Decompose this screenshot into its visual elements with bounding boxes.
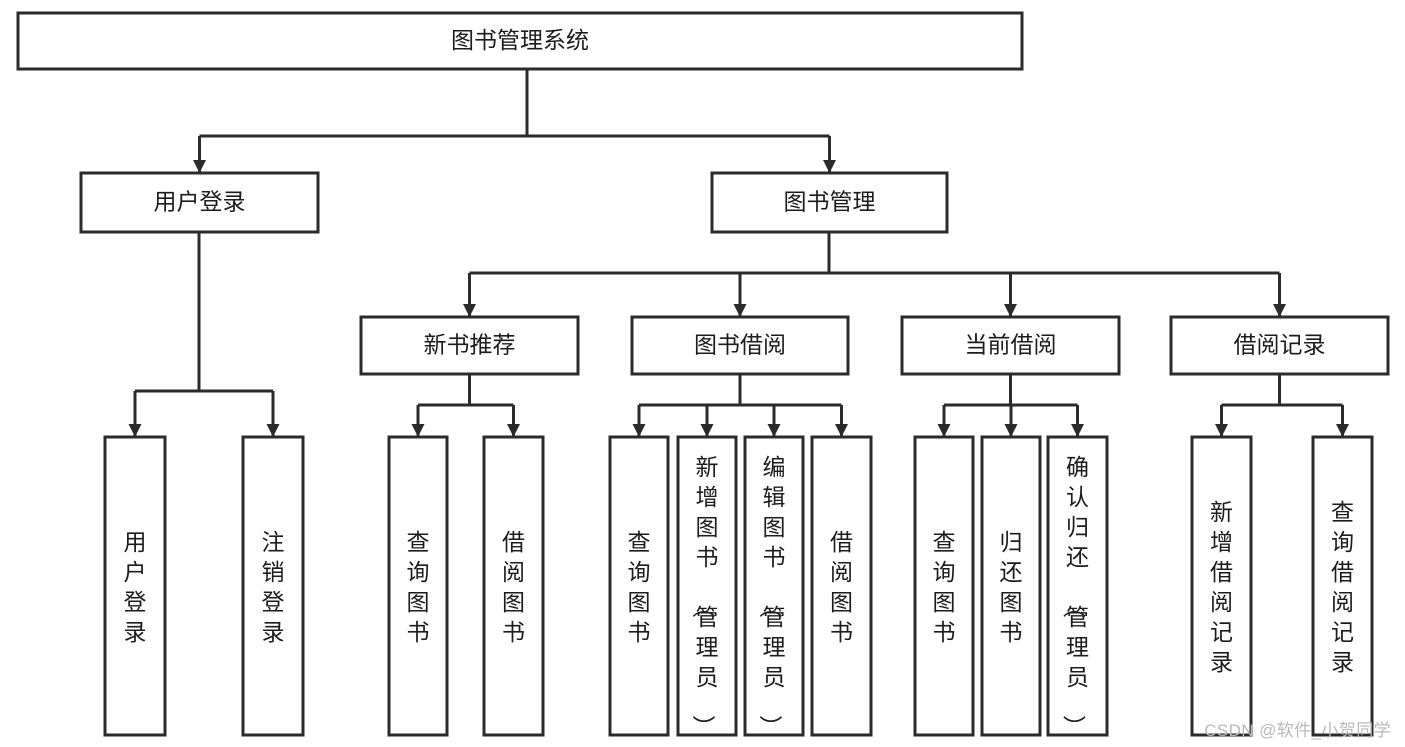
node-box (1046, 435, 1109, 737)
node-label: 新书推荐 (424, 332, 516, 358)
node-用户登录-l2-0[interactable]: 用户登录 (79, 171, 320, 234)
node-借阅图书-leaf-7[interactable]: 借阅图书 (810, 435, 873, 737)
node-label: 当前借阅 (965, 332, 1057, 358)
edge-图书借阅-arrow-2 (767, 424, 781, 437)
edge-图书管理系统-arrow-1 (823, 160, 836, 173)
edge-图书借阅-arrow-1 (700, 424, 714, 437)
node-box (630, 315, 850, 376)
edge-图书借阅-arrow-0 (632, 424, 646, 437)
node-box (359, 315, 580, 376)
node-用户登录-leaf-0[interactable]: 用户登录 (103, 435, 167, 737)
node-box (1190, 435, 1253, 737)
node-box (482, 435, 545, 737)
node-借阅图书-leaf-3[interactable]: 借阅图书 (482, 435, 545, 737)
node-label: 借阅图书 (830, 529, 853, 645)
node-归还图书-leaf-9[interactable]: 归还图书 (980, 435, 1042, 737)
node-box (241, 435, 305, 737)
node-label: 编辑图书（管理员） (758, 454, 786, 738)
node-box (16, 11, 1024, 71)
node-label: 查询图书 (628, 529, 651, 645)
node-新书推荐-l3-0[interactable]: 新书推荐 (359, 315, 580, 376)
node-查询图书-leaf-2[interactable]: 查询图书 (387, 435, 449, 737)
node-box (743, 435, 805, 737)
node-label: 借阅图书 (502, 529, 525, 645)
node-查询借阅记录-leaf-12[interactable]: 查询借阅记录 (1311, 435, 1374, 737)
node-label: 图书管理 (784, 189, 876, 215)
node-label: 新增图书（管理员） (691, 454, 719, 738)
node-label: 用户登录 (124, 529, 147, 645)
node-label: 新增借阅记录 (1210, 499, 1233, 675)
node-box (1311, 435, 1374, 737)
node-label: 注销登录 (262, 529, 285, 645)
node-box (103, 435, 167, 737)
node-layer: 图书管理系统用户登录图书管理新书推荐图书借阅当前借阅借阅记录用户登录注销登录查询… (16, 11, 1390, 738)
node-注销登录-leaf-1[interactable]: 注销登录 (241, 435, 305, 737)
node-label: 图书管理系统 (451, 27, 589, 53)
node-box (913, 435, 975, 737)
node-借阅记录-l3-3[interactable]: 借阅记录 (1169, 315, 1390, 376)
node-label: 归还图书 (1000, 529, 1023, 645)
watermark-csdn: CSDN @软件_小贺同学 (1204, 721, 1391, 740)
edge-当前借阅-arrow-1 (1004, 424, 1018, 437)
node-新增图书管理员-leaf-5[interactable]: 新增图书（管理员） (676, 435, 738, 738)
edge-图书管理-arrow-3 (1273, 304, 1286, 317)
edge-当前借阅-arrow-0 (937, 424, 951, 437)
edge-新书推荐-arrow-0 (411, 424, 425, 437)
node-新增借阅记录-leaf-11[interactable]: 新增借阅记录 (1190, 435, 1253, 737)
node-label: 用户登录 (154, 189, 246, 215)
node-box (980, 435, 1042, 737)
node-box (676, 435, 738, 737)
node-label: 借阅记录 (1234, 332, 1326, 358)
node-box (710, 171, 949, 234)
edge-用户登录-arrow-1 (266, 424, 280, 437)
node-box (387, 435, 449, 737)
node-图书管理系统-root-0[interactable]: 图书管理系统 (16, 11, 1024, 71)
node-图书管理-l2-1[interactable]: 图书管理 (710, 171, 949, 234)
node-label: 确认归还（管理员） (1061, 454, 1089, 738)
node-label: 查询图书 (407, 529, 430, 645)
node-查询图书-leaf-8[interactable]: 查询图书 (913, 435, 975, 737)
connector-layer (128, 69, 1349, 437)
node-当前借阅-l3-2[interactable]: 当前借阅 (900, 315, 1121, 376)
node-box (608, 435, 670, 737)
edge-图书管理系统-arrow-0 (193, 160, 206, 173)
edge-新书推荐-arrow-1 (507, 424, 520, 437)
node-查询图书-leaf-4[interactable]: 查询图书 (608, 435, 670, 737)
node-label: 图书借阅 (694, 332, 786, 358)
node-图书借阅-l3-1[interactable]: 图书借阅 (630, 315, 850, 376)
node-确认归还管理员-leaf-10[interactable]: 确认归还（管理员） (1046, 435, 1109, 738)
edge-图书管理-arrow-2 (1004, 304, 1017, 317)
edge-图书管理-arrow-1 (733, 304, 747, 317)
edge-当前借阅-arrow-2 (1071, 424, 1084, 437)
node-label: 查询借阅记录 (1331, 499, 1354, 675)
edge-图书管理-arrow-0 (463, 304, 476, 317)
node-box (1169, 315, 1390, 376)
node-box (810, 435, 873, 737)
node-box (900, 315, 1121, 376)
node-编辑图书管理员-leaf-6[interactable]: 编辑图书（管理员） (743, 435, 805, 738)
edge-图书借阅-arrow-3 (835, 424, 848, 437)
edge-借阅记录-arrow-1 (1336, 424, 1349, 437)
node-box (79, 171, 320, 234)
edge-借阅记录-arrow-0 (1215, 424, 1228, 437)
edge-用户登录-arrow-0 (128, 424, 142, 437)
node-label: 查询图书 (933, 529, 956, 645)
